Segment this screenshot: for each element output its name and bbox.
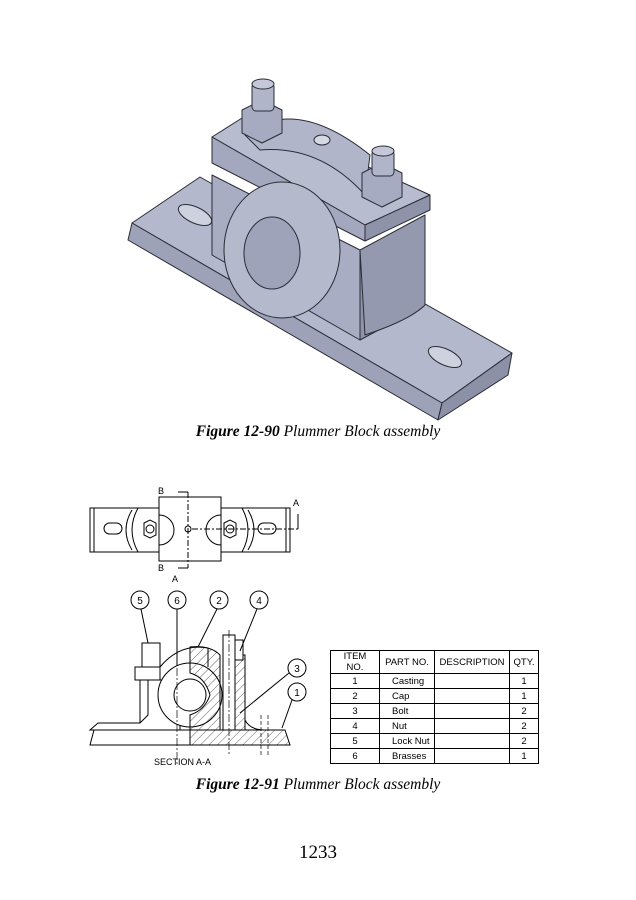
page-number: 1233 [299, 842, 337, 863]
balloon-3: 3 [294, 664, 300, 675]
plummer-block-isometric-render [127, 78, 513, 421]
figure-number: Figure 12-91 [195, 776, 280, 793]
section-a-a-drawing: 5 6 2 4 3 1 SECTION A-A [88, 590, 307, 767]
item-no: 3 [330, 703, 380, 719]
part-no: Brasses [379, 748, 435, 764]
figure-caption-12-90: Figure 12-90 Plummer Block assembly [0, 423, 636, 441]
oil-hole [313, 134, 331, 146]
item-no: 1 [330, 673, 380, 689]
item-no: 4 [330, 718, 380, 734]
left-slot [177, 203, 213, 227]
bearing-bore [243, 216, 301, 290]
section-b-top-label: B [158, 486, 164, 496]
qty: 2 [509, 733, 539, 749]
qty: 2 [509, 718, 539, 734]
description [434, 688, 510, 704]
part-no: Nut [379, 718, 435, 734]
item-no: 2 [330, 688, 380, 704]
table-header-row: ITEM NO. PART NO. DESCRIPTION QTY. [330, 650, 539, 674]
balloon-4: 4 [256, 596, 262, 607]
right-bolt-top [371, 145, 395, 157]
left-bolt-top [251, 78, 275, 90]
header-item-no: ITEM NO. [330, 650, 380, 674]
figure-title: Plummer Block assembly [283, 776, 441, 793]
cap-side [364, 194, 431, 242]
section-label: SECTION A-A [154, 757, 211, 767]
qty: 1 [509, 673, 539, 689]
balloon-1: 1 [294, 688, 300, 699]
item-no: 5 [330, 733, 380, 749]
right-slot [427, 345, 463, 369]
description [434, 733, 510, 749]
part-no: Lock Nut [379, 733, 435, 749]
body-side-curve [359, 214, 426, 336]
part-no: Cap [379, 688, 435, 704]
section-a-right-label: A [293, 498, 299, 508]
figure-title: Plummer Block assembly [283, 423, 441, 440]
qty: 1 [509, 748, 539, 764]
balloon-2: 2 [216, 596, 222, 607]
header-description: DESCRIPTION [434, 650, 510, 674]
qty: 1 [509, 688, 539, 704]
header-qty: QTY. [509, 650, 539, 674]
figure-caption-12-91: Figure 12-91 Plummer Block assembly [0, 776, 636, 794]
description [434, 673, 510, 689]
figure-number: Figure 12-90 [195, 423, 280, 440]
section-b-bottom-label: B [158, 563, 164, 573]
qty: 2 [509, 703, 539, 719]
part-no: Bolt [379, 703, 435, 719]
base-plate-front-right [437, 352, 513, 421]
item-no: 6 [330, 748, 380, 764]
description [434, 703, 510, 719]
top-view-drawing: B B A A [89, 486, 299, 584]
description [434, 718, 510, 734]
balloon-5: 5 [137, 596, 143, 607]
description [434, 748, 510, 764]
section-a-bottom-label: A [172, 574, 178, 584]
balloon-6: 6 [174, 596, 180, 607]
header-part-no: PART NO. [379, 650, 435, 674]
part-no: Casting [379, 673, 435, 689]
